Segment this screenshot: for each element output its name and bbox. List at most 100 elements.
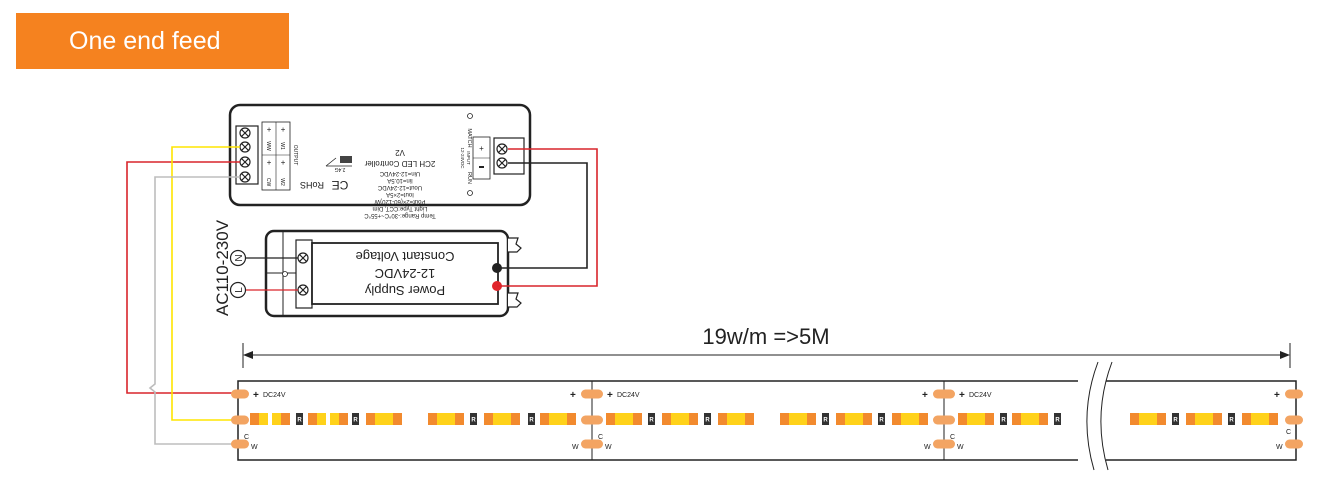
seg0-led-15-b: [567, 413, 576, 425]
seg2-end-c: C: [1286, 429, 1291, 436]
seg0-end-w: W: [572, 444, 579, 451]
wire-ww: [171, 146, 242, 421]
seg0-led-1-b: [281, 413, 290, 425]
seg0-res-10: [470, 413, 477, 425]
seg0-end-pad-plus: [581, 389, 599, 399]
seg2b-led-0-b: [1139, 413, 1148, 425]
seg1-end-plus: +: [922, 390, 928, 401]
seg1-led-4-a: [680, 413, 689, 425]
seg2b-led-7-b: [1269, 413, 1278, 425]
line-terminal: [229, 281, 247, 299]
seg1-led-11-b: [845, 413, 854, 425]
seg2b-res-5: [1228, 413, 1235, 425]
seg2-end-w: W: [1276, 444, 1283, 451]
seg0-led-9-a: [446, 413, 455, 425]
seg2b-res-5-label: R: [1229, 418, 1234, 424]
run-label: RUN: [466, 172, 472, 184]
seg0-led-11-b: [493, 413, 502, 425]
seg2b-led-0-a: [1130, 413, 1139, 425]
out-plus-2: +: [266, 125, 271, 134]
seg0-end-pad-c: [581, 415, 599, 425]
neutral-label: N: [234, 254, 245, 261]
seg0-res-10-label: R: [471, 418, 476, 424]
seg2a-led-3-a: [1012, 413, 1021, 425]
seg0-led-11-a: [484, 413, 493, 425]
seg0-led-8-b: [437, 413, 446, 425]
seg0-res-2-label: R: [297, 418, 302, 424]
seg2-end-pad-c: [1285, 415, 1303, 425]
seg1-led-0-b: [615, 413, 624, 425]
wires: [126, 146, 598, 445]
seg2b-led-4-a: [1204, 413, 1213, 425]
spec-uin: Uin=12-24VDC: [379, 170, 420, 176]
spec-uout: Uout=12-24VDC: [377, 184, 422, 190]
line-label: L: [234, 287, 245, 293]
seg0-plus-label: +: [253, 390, 259, 401]
seg1-res-5: [704, 413, 711, 425]
seg2b-led-6-b: [1251, 413, 1260, 425]
ac-voltage-label: AC110-230V: [213, 219, 232, 316]
seg2b-res-2: [1172, 413, 1179, 425]
seg1-led-12-b: [863, 413, 872, 425]
seg1-led-8-a: [780, 413, 789, 425]
dimension-label: 19w/m =>5M: [702, 324, 829, 349]
title-banner: One end feed: [16, 13, 289, 69]
seg0-led-4-a: [330, 413, 339, 425]
seg1-led-7-b: [745, 413, 754, 425]
seg1-dc-label: DC24V: [617, 392, 640, 399]
controller: + + + + W1 WW W2 CW OUTPUT Temp Range:-3…: [228, 103, 532, 218]
seg1-end-pad-plus: [933, 389, 951, 399]
antenna-icon: [325, 156, 352, 167]
seg1-led-15-a: [910, 413, 919, 425]
seg0-led-6-a: [366, 413, 375, 425]
wire-ps-positive: [497, 148, 598, 287]
seg0-res-13-label: R: [529, 418, 534, 424]
seg0-led-14-b: [549, 413, 558, 425]
seg1-led-0-a: [606, 413, 615, 425]
seg2-end-plus: +: [1274, 390, 1280, 401]
power-supply: Power Supply 12-24VDC Constant Voltage N…: [213, 219, 522, 318]
input-voltage: 12-24VDC: [460, 147, 465, 169]
seg0-end-pad-w: [581, 439, 599, 449]
ps-line1: Power Supply: [364, 283, 445, 298]
seg1-led-9-a: [798, 413, 807, 425]
out-plus-3: +: [280, 158, 285, 167]
seg1-led-3-a: [662, 413, 671, 425]
seg2b-led-1-b: [1157, 413, 1166, 425]
seg2b-res-2-label: R: [1173, 418, 1178, 424]
rohs-mark: RoHS: [300, 180, 324, 190]
seg0-dc-label: DC24V: [263, 392, 286, 399]
out-plus-4: +: [266, 158, 271, 167]
seg1-led-9-b: [807, 413, 816, 425]
input-screws: [496, 143, 508, 169]
seg2b-led-3-b: [1195, 413, 1204, 425]
seg2a-led-1-a: [976, 413, 985, 425]
seg1-led-6-a: [718, 413, 727, 425]
out-plus-1: +: [280, 125, 285, 134]
match-label: MATCH: [466, 128, 472, 147]
label-ww: WW: [265, 141, 271, 151]
seg0-led-3-b: [317, 413, 326, 425]
seg0-led-6-b: [375, 413, 384, 425]
seg0-c-label: C: [244, 434, 249, 441]
spec-light: Light Type:CCT, Dim: [373, 205, 428, 211]
seg2a-res-5-label: R: [1055, 418, 1060, 424]
seg1-led-8-b: [789, 413, 798, 425]
seg1-res-2: [648, 413, 655, 425]
seg2a-led-4-b: [1039, 413, 1048, 425]
seg2-c-label: C: [950, 434, 955, 441]
seg1-res-2-label: R: [649, 418, 654, 424]
seg1-c-label: C: [598, 434, 603, 441]
seg1-led-14-b: [901, 413, 910, 425]
seg0-pad-c: [231, 415, 249, 425]
seg0-led-12-b: [511, 413, 520, 425]
seg1-res-10: [822, 413, 829, 425]
seg1-res-13-label: R: [879, 418, 884, 424]
seg1-led-7-a: [736, 413, 745, 425]
seg0-led-9-b: [455, 413, 464, 425]
seg2-dc-label: DC24V: [969, 392, 992, 399]
seg0-res-2: [296, 413, 303, 425]
seg0-w-label: W: [251, 444, 258, 451]
